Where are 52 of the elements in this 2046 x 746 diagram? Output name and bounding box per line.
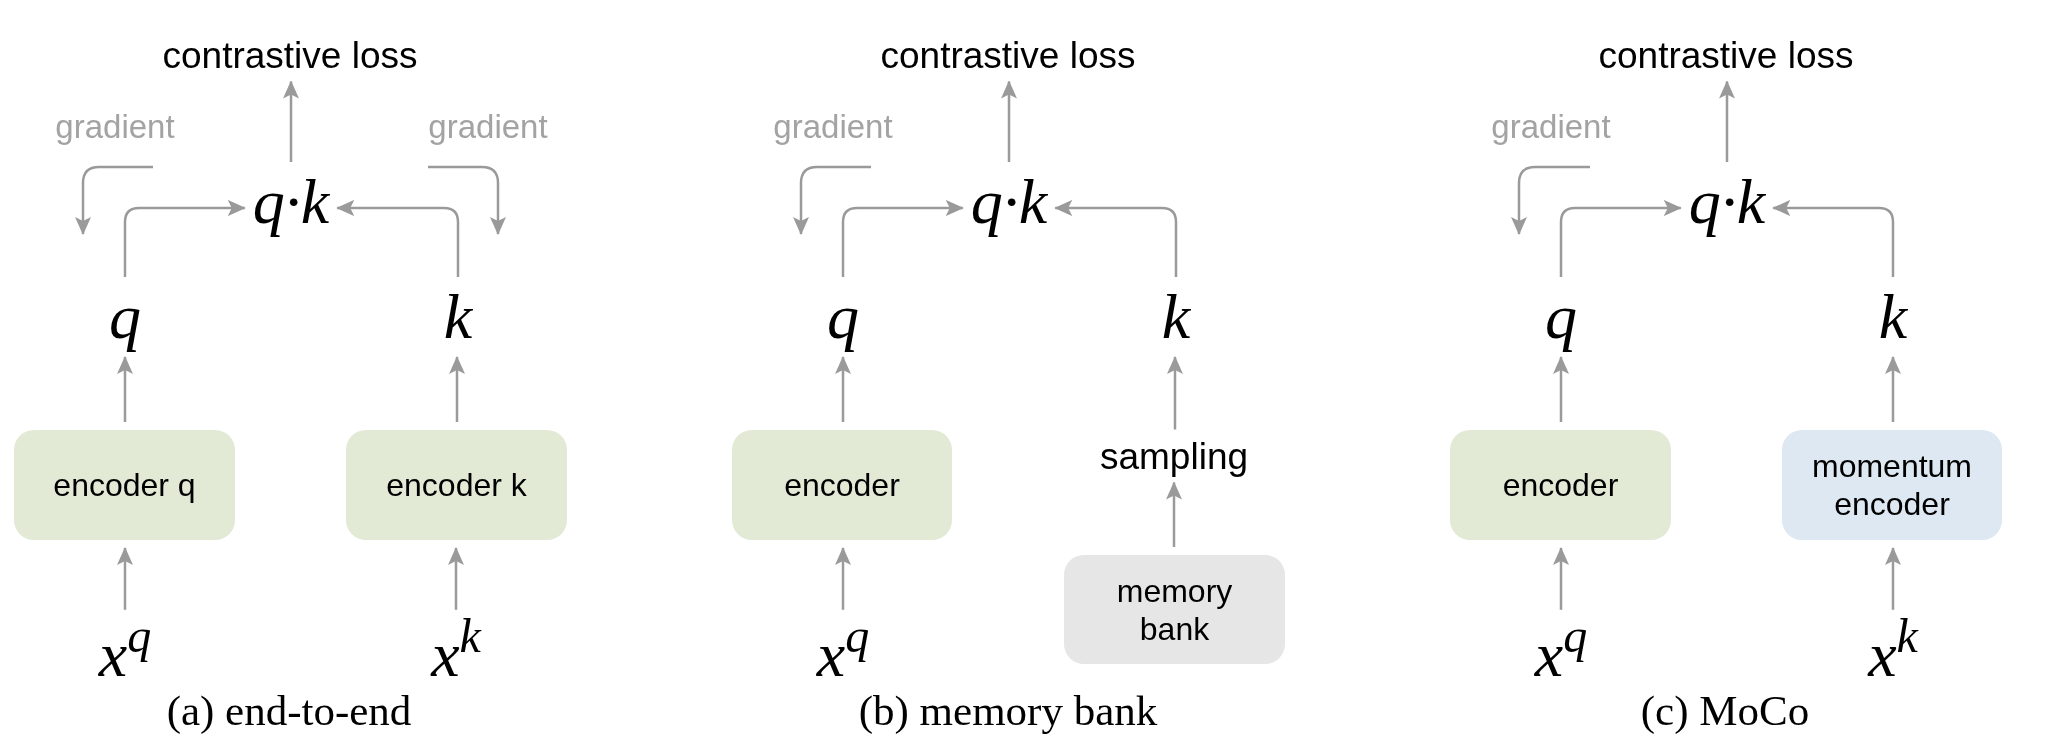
- arrow: [449, 356, 465, 422]
- arrow: [283, 80, 299, 162]
- panel-caption: (b) memory bank: [858, 688, 1158, 732]
- key-symbol: k: [1161, 285, 1191, 349]
- arrow: [841, 200, 964, 277]
- arrow: [1772, 200, 1895, 277]
- gradient-label: gradient: [1491, 109, 1611, 143]
- input-symbol: x$^{k}$: [1868, 617, 1918, 683]
- encoder-box: [1450, 430, 1671, 540]
- loss-label: contrastive loss: [880, 36, 1136, 74]
- input-symbol: x$^{k}$: [431, 617, 481, 683]
- arrow: [123, 200, 246, 277]
- arrow: [448, 547, 464, 610]
- arrow: [835, 547, 851, 610]
- box-label: encoder: [1502, 466, 1619, 504]
- arrow: [1885, 356, 1901, 422]
- key-symbol: k: [1878, 285, 1908, 349]
- box-label: momentum encoder: [1810, 447, 1973, 523]
- arrow: [117, 547, 133, 610]
- arrow: [1167, 356, 1183, 430]
- panel-caption: (c) MoCo: [1640, 688, 1810, 732]
- arrow: [1559, 200, 1682, 277]
- box-label: encoder k: [386, 466, 527, 504]
- loss-label: contrastive loss: [162, 36, 418, 74]
- gradient-label: gradient: [428, 109, 548, 143]
- gradient-label: gradient: [55, 109, 175, 143]
- arrow: [1166, 481, 1182, 547]
- arrow: [1054, 200, 1178, 277]
- encoder-box: [346, 430, 567, 540]
- box-label: encoder q: [53, 466, 196, 504]
- arrow: [1553, 547, 1569, 610]
- box-label: memory bank: [1115, 571, 1234, 648]
- key-symbol: k: [443, 285, 473, 349]
- memory-bank-box: [1064, 555, 1285, 664]
- loss-label: contrastive loss: [1598, 36, 1854, 74]
- momentum-encoder-box: [1782, 430, 2002, 540]
- input-symbol: x$^{q}$: [1534, 617, 1588, 683]
- arrow: [336, 200, 460, 277]
- encoder-box: [14, 430, 235, 540]
- panel-caption: (a) end-to-end: [166, 688, 412, 732]
- arrow: [1885, 547, 1901, 610]
- sampling-label: sampling: [1099, 437, 1249, 475]
- box-label: encoder: [784, 466, 900, 504]
- arrow: [1001, 80, 1017, 162]
- input-symbol: x$^{q}$: [98, 617, 152, 683]
- arrow: [835, 356, 851, 422]
- arrow: [1719, 80, 1735, 162]
- gradient-label: gradient: [773, 109, 893, 143]
- arrow: [1553, 356, 1569, 422]
- input-symbol: x$^{q}$: [816, 617, 870, 683]
- encoder-box: [732, 430, 952, 540]
- arrow: [117, 356, 133, 422]
